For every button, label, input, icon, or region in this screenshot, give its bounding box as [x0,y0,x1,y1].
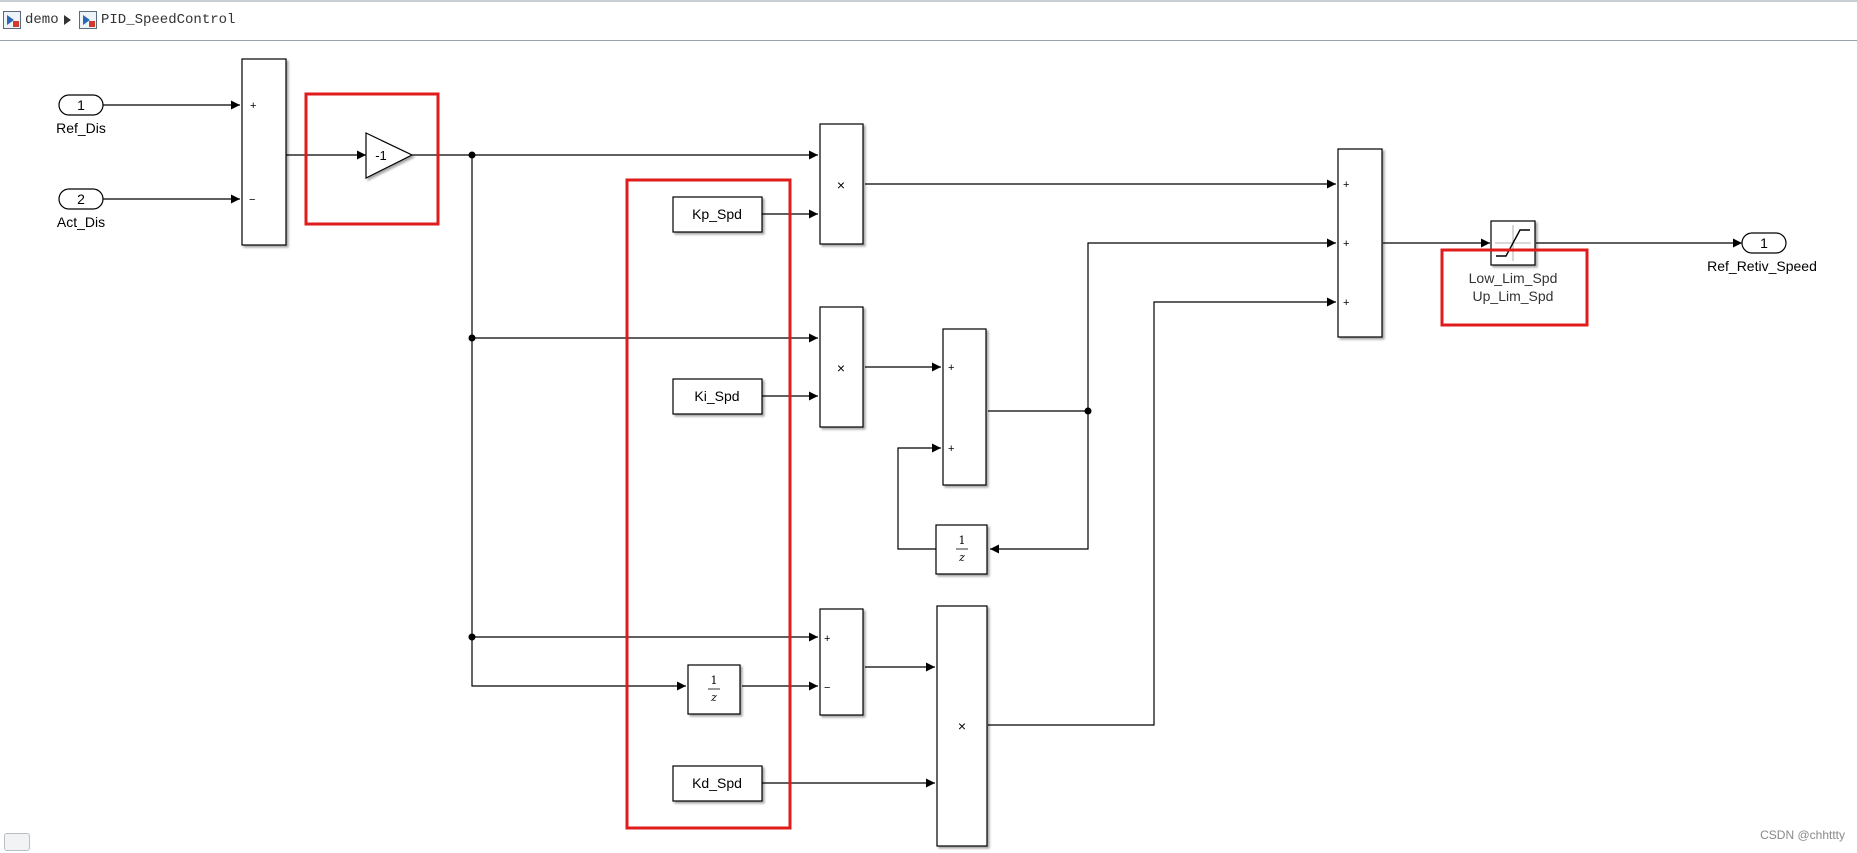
product-block-ki[interactable]: × [819,306,864,428]
subsystem-icon [79,11,97,29]
breadcrumb-current[interactable]: PID_SpeedControl [101,12,236,28]
outport-label: Ref_Retiv_Speed [1707,258,1817,274]
sum-sign-plus: + [1343,297,1349,309]
highlight-box-gains [625,178,792,830]
gain-value: -1 [375,148,387,163]
outport-ref-retiv-speed[interactable]: 1 Ref_Retiv_Speed [1707,232,1817,274]
constant-ki-spd[interactable]: Ki_Spd [672,378,763,415]
line-delay-feedback[interactable] [897,443,941,550]
constant-label: Ki_Spd [694,388,739,404]
branch-dot [1084,407,1092,415]
delay-numerator: 1 [959,534,966,547]
sum-sign-minus: − [824,682,830,694]
product-block-kp[interactable]: × [819,123,864,245]
inport-label: Ref_Dis [56,120,106,136]
branch-points [468,151,1092,641]
saturation-block[interactable]: Low_Lim_Spd Up_Lim_Spd [1469,220,1558,304]
saturation-curve-icon [1496,229,1530,257]
breadcrumb-arrow-icon [64,15,71,25]
sum-block-error[interactable]: + − [241,58,287,246]
outport-number: 1 [1760,235,1768,251]
branch-dot [468,633,476,641]
sum-sign-plus: + [948,362,954,374]
sum-sign-plus: + [824,633,830,645]
saturation-upper-limit: Up_Lim_Spd [1473,288,1554,304]
highlight-box-saturation [1440,248,1589,327]
product-sign: × [837,177,845,193]
product-sign: × [958,718,966,734]
highlight-annotations [304,92,1589,830]
inport-label: Act_Dis [57,214,105,230]
saturation-lower-limit: Low_Lim_Spd [1469,270,1558,286]
highlight-box-gain [304,92,440,226]
line-derivative-to-sum[interactable] [988,297,1336,726]
delay-numerator: 1 [711,674,718,687]
line-integral-to-sum[interactable] [1087,238,1336,411]
delay-denominator: z [958,551,965,564]
signal-lines [103,100,1742,788]
inport-number: 1 [77,97,85,113]
branch-dot [468,151,476,159]
gain-block[interactable]: -1 [365,132,414,179]
inport-number: 2 [77,191,85,207]
inport-ref-dis[interactable]: 1 Ref_Dis [56,94,106,136]
branch-dot [468,334,476,342]
save-icon[interactable] [4,833,30,851]
line-integrator-to-delay[interactable] [988,410,1089,554]
delay-denominator: z [710,691,717,704]
model-icon [3,11,21,29]
line-error-branch[interactable] [471,155,686,691]
constant-kp-spd[interactable]: Kp_Spd [672,196,763,233]
sum-block-difference[interactable]: + − [819,608,864,716]
sum-block-output[interactable]: + + + [1337,148,1383,338]
sum-sign-minus: − [249,194,255,206]
constant-kd-spd[interactable]: Kd_Spd [672,765,763,802]
product-sign: × [837,360,845,376]
watermark: CSDN @chhttty [1760,828,1845,842]
breadcrumb-bar: demo PID_SpeedControl [0,0,1857,41]
unit-delay-integrator[interactable]: 1 z [935,524,988,575]
unit-delay-derivative[interactable]: 1 z [687,664,741,715]
sum-sign-plus: + [1343,238,1349,250]
constant-label: Kd_Spd [692,775,742,791]
sum-sign-plus: + [250,100,256,112]
product-block-kd[interactable]: × [936,605,988,847]
breadcrumb-root[interactable]: demo [25,12,59,28]
inport-act-dis[interactable]: 2 Act_Dis [57,188,105,230]
toolbar-edge [0,0,1857,2]
sum-sign-plus: + [948,443,954,455]
sum-block-integrator[interactable]: + + [942,328,987,486]
constant-label: Kp_Spd [692,206,742,222]
sum-sign-plus: + [1343,179,1349,191]
